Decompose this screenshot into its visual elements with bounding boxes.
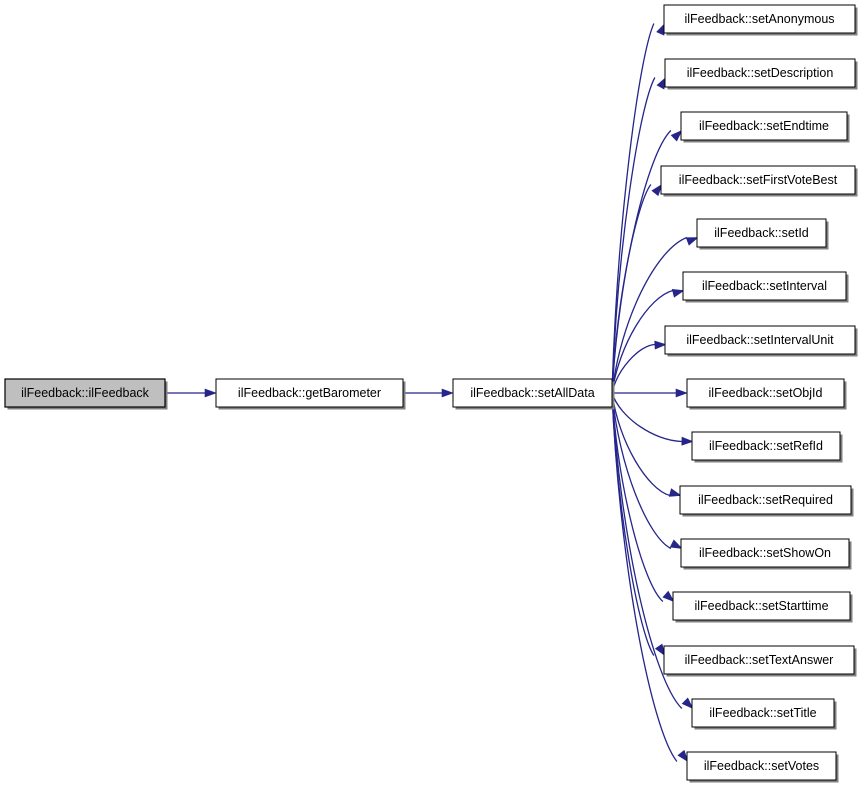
graph-node-label: ilFeedback::setRequired	[698, 493, 833, 507]
call-edge	[611, 392, 694, 446]
call-edge-line	[611, 77, 656, 394]
graph-node[interactable]: ilFeedback::setInterval	[682, 271, 849, 303]
graph-node-rect[interactable]	[215, 378, 404, 408]
call-edge-line	[611, 392, 678, 762]
call-edge-arrowhead	[662, 590, 675, 603]
graph-node[interactable]: ilFeedback::setFirstVoteBest	[660, 165, 858, 197]
graph-node-rect[interactable]	[680, 111, 848, 141]
graph-node-label: ilFeedback::setDescription	[687, 66, 834, 80]
graph-node[interactable]: ilFeedback::setAnonymous	[663, 4, 858, 36]
graph-node-label: ilFeedback::setShowOn	[699, 546, 831, 560]
call-edge	[403, 388, 454, 398]
graph-node-label: ilFeedback::setAllData	[470, 386, 594, 400]
graph-node-label: ilFeedback::setTitle	[709, 706, 816, 720]
graph-node-label: ilFeedback::setAnonymous	[684, 12, 834, 26]
graph-node[interactable]: ilFeedback::setTextAnswer	[663, 645, 857, 677]
call-edge-line	[611, 184, 652, 394]
graph-node-rect[interactable]	[686, 751, 837, 781]
call-edge	[611, 392, 666, 657]
graph-node-label: ilFeedback::ilFeedback	[21, 386, 150, 400]
graph-node[interactable]: ilFeedback::setShowOn	[680, 538, 852, 570]
call-edge-arrowhead	[204, 388, 217, 398]
graph-node-label: ilFeedback::setFirstVoteBest	[679, 173, 838, 187]
call-edge-arrowhead	[685, 237, 699, 246]
call-edge-arrowhead	[681, 697, 694, 710]
graph-node[interactable]: ilFeedback::setDescription	[664, 58, 858, 90]
call-edge-line	[611, 236, 688, 394]
graph-node-rect[interactable]	[672, 591, 851, 621]
graph-node-rect[interactable]	[663, 645, 855, 675]
graph-node[interactable]: ilFeedback::setRefId	[691, 431, 843, 463]
graph-node[interactable]: ilFeedback::setAllData	[452, 378, 615, 410]
call-edge-arrowhead	[441, 388, 454, 398]
call-edge-arrowhead	[675, 388, 688, 398]
call-edge	[611, 183, 663, 394]
graph-node-rect[interactable]	[691, 431, 841, 461]
call-edge-arrowhead	[654, 340, 667, 350]
call-edge-arrowhead	[670, 129, 683, 142]
graph-node-current[interactable]: ilFeedback::ilFeedback	[4, 378, 168, 410]
call-edge-line	[611, 392, 683, 709]
graph-node[interactable]: ilFeedback::setTitle	[691, 698, 837, 730]
graph-node-rect[interactable]	[696, 218, 827, 248]
graph-node-label: ilFeedback::setTextAnswer	[685, 653, 834, 667]
call-edge-line	[611, 392, 664, 602]
graph-node[interactable]: ilFeedback::setObjId	[686, 378, 847, 410]
graph-node[interactable]: ilFeedback::setStarttime	[672, 591, 853, 623]
graph-node-label: ilFeedback::setIntervalUnit	[686, 333, 834, 347]
graph-node-label: ilFeedback::setStarttime	[694, 599, 828, 613]
node-layer: ilFeedback::ilFeedback ilFeedback::getBar…	[4, 4, 858, 783]
call-edge	[611, 392, 682, 497]
call-edge-arrowhead	[681, 436, 694, 446]
graph-node-rect[interactable]	[686, 378, 845, 408]
graph-node-label: ilFeedback::setObjId	[709, 386, 823, 400]
call-edge	[612, 388, 688, 398]
graph-node-rect[interactable]	[682, 271, 847, 301]
call-edge-line	[611, 23, 655, 394]
call-edge	[611, 392, 675, 603]
call-edge-line	[611, 392, 682, 443]
edge-layer	[165, 22, 699, 763]
call-edge-line	[611, 289, 674, 394]
call-edge-arrowhead	[671, 289, 685, 298]
graph-node-label: ilFeedback::setVotes	[704, 759, 819, 773]
graph-node-label: ilFeedback::setRefId	[709, 439, 823, 453]
graph-node-rect[interactable]	[4, 378, 166, 408]
graph-node[interactable]: ilFeedback::setVotes	[686, 751, 839, 783]
graph-node-label: ilFeedback::setEndtime	[699, 119, 829, 133]
call-edge	[165, 388, 217, 398]
call-edge-line	[611, 343, 655, 394]
graph-node-label: ilFeedback::setInterval	[702, 279, 827, 293]
graph-node-label: ilFeedback::setId	[714, 226, 809, 240]
graph-node[interactable]: ilFeedback::setRequired	[679, 485, 854, 517]
call-edge	[611, 392, 694, 710]
graph-node-label: ilFeedback::getBarometer	[238, 386, 381, 400]
graph-node[interactable]: ilFeedback::setIntervalUnit	[664, 325, 858, 357]
graph-node-rect[interactable]	[664, 325, 856, 355]
graph-node-rect[interactable]	[660, 165, 856, 195]
call-edge-arrowhead	[677, 749, 689, 763]
call-edge-arrowhead	[668, 488, 682, 497]
call-edge-arrowhead	[669, 539, 683, 549]
call-edge-line	[611, 392, 671, 497]
graph-node-rect[interactable]	[664, 58, 856, 88]
graph-node[interactable]: ilFeedback::getBarometer	[215, 378, 406, 410]
call-edge	[611, 392, 683, 550]
graph-node-rect[interactable]	[663, 4, 856, 34]
graph-node-rect[interactable]	[691, 698, 835, 728]
call-edge	[611, 236, 699, 394]
graph-node-rect[interactable]	[679, 485, 852, 515]
call-edge	[611, 289, 685, 394]
call-edge-arrowhead	[651, 183, 663, 197]
graph-node-rect[interactable]	[452, 378, 613, 408]
graph-node[interactable]: ilFeedback::setEndtime	[680, 111, 850, 143]
call-edge	[611, 392, 689, 763]
graph-node-rect[interactable]	[680, 538, 850, 568]
call-edge-arrowhead	[654, 643, 666, 657]
call-edge-line	[611, 392, 672, 550]
graph-node[interactable]: ilFeedback::setId	[696, 218, 829, 250]
